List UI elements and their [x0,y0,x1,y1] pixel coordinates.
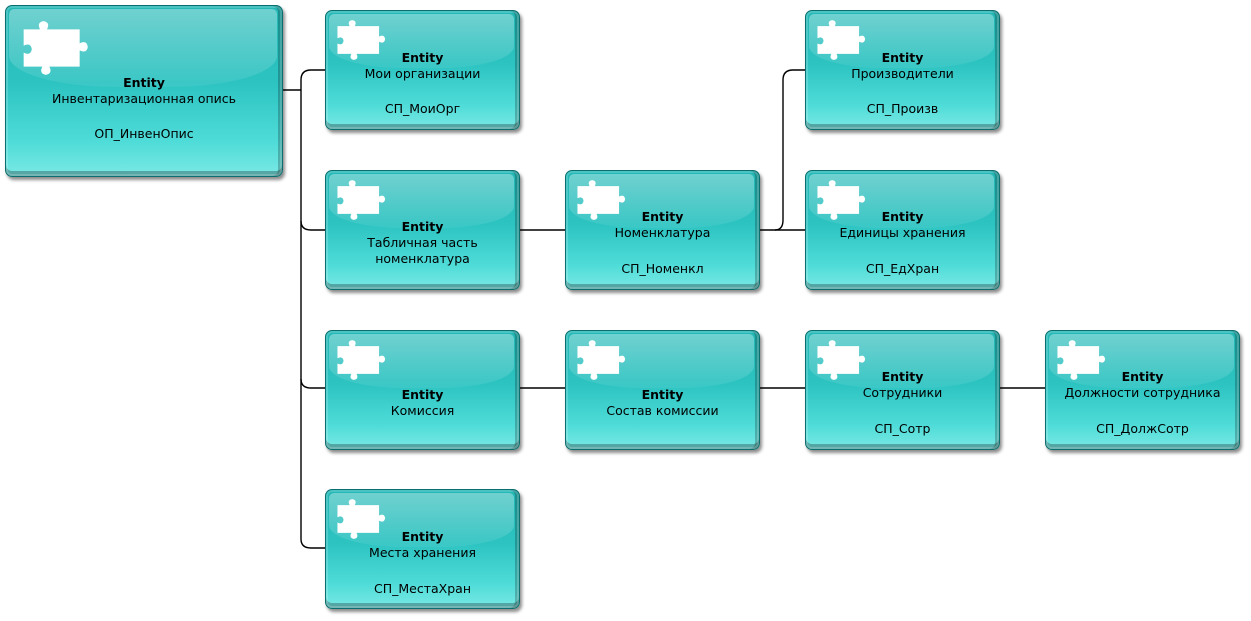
node-label: Entity Номенклатура [566,209,759,241]
node-label: Entity Комиссия [326,387,519,419]
node-type: Entity [641,209,684,224]
node-label: Entity Табличная часть номенклатура [366,219,479,267]
node-code: СП_Сотр [874,421,931,436]
node-name: Табличная часть номенклатура [367,235,478,266]
node-name: Инвентаризационная опись [51,91,237,106]
puzzle-icon [1057,340,1106,380]
puzzle-icon [337,340,386,380]
connector-nom-branch [760,69,805,231]
entity-node-manufacturers[interactable]: Entity Производители СП_Произв [805,10,1000,130]
node-label: Entity Должности сотрудника [1046,369,1239,401]
entity-node-commission-members[interactable]: Entity Состав комиссии [565,330,760,450]
node-code: СП_Произв [866,101,939,116]
node-label: Entity Места хранения [326,529,519,561]
entity-node-my-organizations[interactable]: Entity Мои организации СП_МоиОрг [325,10,520,130]
node-label: Entity Сотрудники [806,369,999,401]
puzzle-icon [577,340,626,380]
entity-node-employees[interactable]: Entity Сотрудники СП_Сотр [805,330,1000,450]
connector-inv-org [300,69,325,90]
entity-node-storage-places[interactable]: Entity Места хранения СП_МестаХран [325,489,520,609]
node-code: СП_ДолжСотр [1096,421,1189,436]
node-label: Entity Состав комиссии [566,387,759,419]
node-name: Должности сотрудника [1064,385,1221,400]
node-type: Entity [401,50,444,65]
puzzle-icon [23,21,88,75]
node-name: Сотрудники [862,385,943,400]
node-name: Номенклатура [614,225,711,240]
node-label: Entity Производители [806,50,999,82]
entity-node-storage-units[interactable]: Entity Единицы хранения СП_ЕдХран [805,170,1000,290]
node-type: Entity [123,75,165,90]
connector-inv-down [300,90,325,549]
node-type: Entity [401,387,444,402]
node-name: Места хранения [369,545,476,560]
node-code: СП_ЕдХран [865,261,940,276]
node-name: Комиссия [390,403,455,418]
node-code: ОП_ИнвенОпис [94,126,194,141]
entity-node-nomenclature[interactable]: Entity Номенклатура СП_Номенкл [565,170,760,290]
node-name: Единицы хранения [839,225,966,240]
puzzle-icon [817,20,866,60]
node-code: СП_МоиОрг [384,101,461,116]
puzzle-icon [817,180,866,220]
node-label: Entity Мои организации [326,50,519,82]
entity-node-table-part[interactable]: Entity Табличная часть номенклатура [325,170,520,290]
entity-node-commission[interactable]: Entity Комиссия [325,330,520,450]
node-type: Entity [881,369,924,384]
puzzle-icon [577,180,626,220]
node-label: Entity Единицы хранения [806,209,999,241]
puzzle-icon [337,20,386,60]
puzzle-icon [337,499,386,539]
node-label: Entity Инвентаризационная опись [6,75,282,107]
node-type: Entity [881,50,924,65]
node-name: Производители [851,66,954,81]
node-type: Entity [1121,369,1164,384]
puzzle-icon [817,340,866,380]
node-type: Entity [641,387,684,402]
connector-inv-kom [300,378,325,389]
node-name: Мои организации [364,66,481,81]
node-type: Entity [401,219,444,234]
node-type: Entity [881,209,924,224]
connector-inv-tab [300,220,325,231]
entity-node-employee-positions[interactable]: Entity Должности сотрудника СП_ДолжСотр [1045,330,1240,450]
puzzle-icon [337,180,386,220]
entity-node-inventory[interactable]: Entity Инвентаризационная опись ОП_Инвен… [5,5,283,177]
node-code: СП_Номенкл [621,261,704,276]
node-type: Entity [401,529,444,544]
node-code: СП_МестаХран [374,581,471,596]
node-name: Состав комиссии [606,403,719,418]
